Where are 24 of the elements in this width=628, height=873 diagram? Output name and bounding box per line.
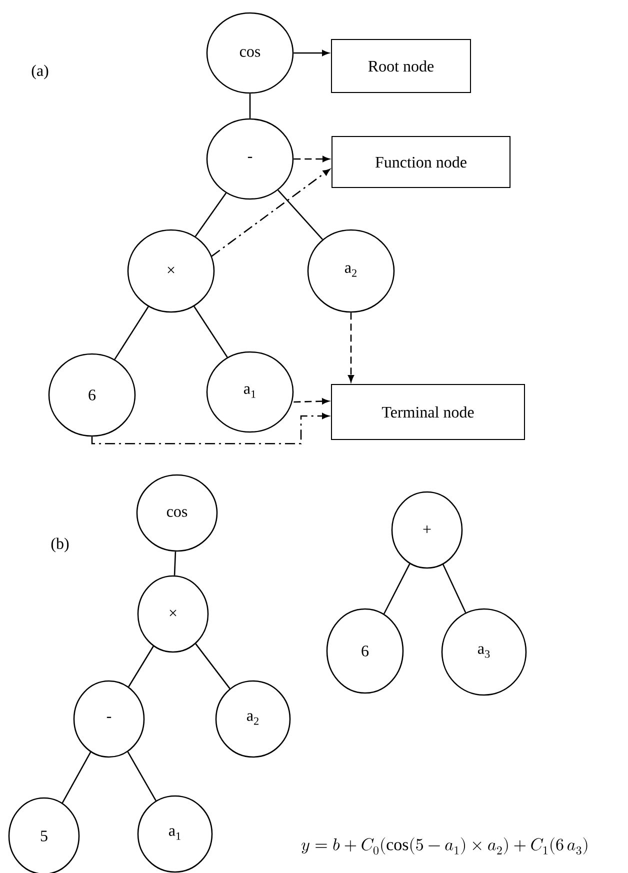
tree-branch [278,190,323,240]
equation: $y = b + C_0(\cos(5 - a_1) \times a_2) + C_1(6\, a_3)$ [302,837,588,855]
arrow [294,398,330,404]
tree-branch [442,564,466,613]
tree-branch [114,306,149,360]
arrow [294,156,330,162]
tree-branch [195,643,230,689]
tree-branch [62,752,92,804]
panel-label: (b) [51,538,69,552]
arrow [294,50,330,56]
tree-branch [174,552,176,576]
tree-branch [194,306,228,358]
arrow [211,168,330,257]
panel-label: (a) [32,64,48,80]
node-type-box: Function node [332,136,510,188]
node-type-box: Terminal node [331,384,525,440]
tree-branch [383,564,410,614]
arrow [91,413,330,444]
tree-branch [128,646,154,688]
arrow [348,312,354,382]
tree-branch [249,94,251,118]
node-type-box: Root node [331,39,471,93]
tree-branch [127,752,156,802]
tree-branch [194,192,227,237]
